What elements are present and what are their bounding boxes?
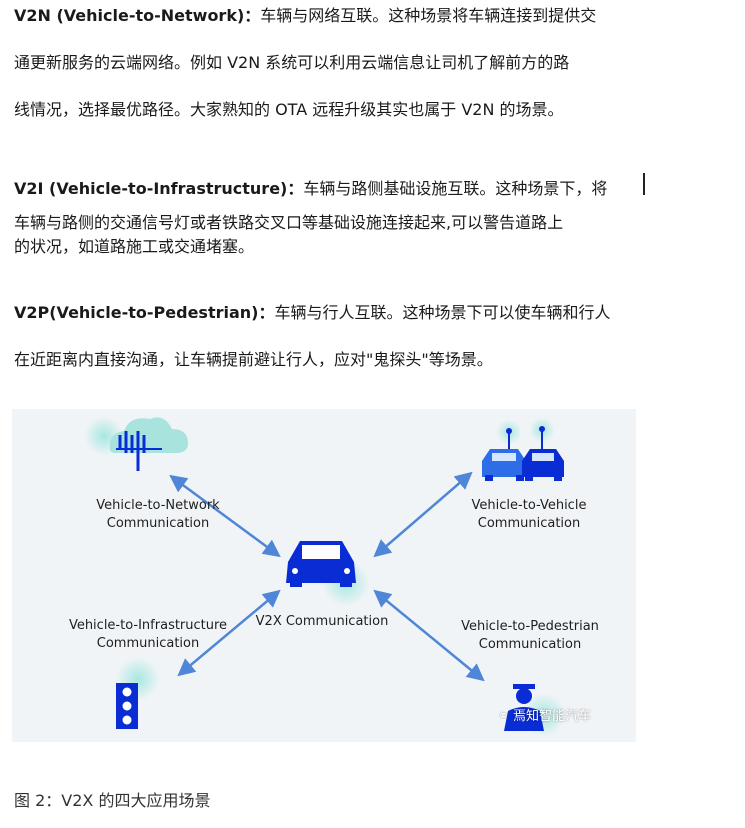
v2i-line-2: 车辆与路侧的交通信号灯或者铁路交叉口等基础设施连接起来,可以警告道路上 [14,213,564,232]
label-v2i-line-1: Vehicle-to-Infrastructure [68,618,228,633]
v2n-text-1: 车辆与网络互联。这种场景将车辆连接到提供交 [260,6,597,25]
label-v2v: Vehicle-to-Vehicle Communication [444,497,614,533]
diagram-graphics [84,416,566,737]
arrow-v2n [169,474,281,558]
v2p-term: V2P(Vehicle-to-Pedestrian)： [14,303,275,322]
wechat-icon: ⚭ [498,709,509,724]
car-icon [286,541,370,607]
text-cursor [643,173,645,195]
label-v2v-line-1: Vehicle-to-Vehicle [471,498,587,513]
label-v2n-line-2: Communication [106,516,210,531]
watermark: ⚭ 焉知智能汽车 [498,705,591,724]
v2x-diagram: Vehicle-to-Network Communication Vehicle… [12,409,636,742]
watermark-text: 焉知智能汽车 [513,709,592,724]
traffic-light-icon [116,657,160,729]
v2i-line-3: 的状况，如道路施工或交通堵塞。 [14,237,255,256]
cloud-tower-icon [84,416,188,471]
v2p-line-2: 在近距离内直接沟通，让车辆提前避让行人，应对"鬼探头"等场景。 [14,350,493,369]
v2p-line-1: V2P(Vehicle-to-Pedestrian)：车辆与行人互联。这种场景下… [14,299,610,323]
label-v2x: V2X Communication [255,614,389,629]
pedestrian-icon [504,684,566,737]
label-v2v-line-2: Communication [477,516,581,531]
label-v2p-line-1: Vehicle-to-Pedestrian [461,619,599,634]
label-v2n: Vehicle-to-Network Communication [68,497,248,533]
arrow-v2v [373,471,473,558]
two-cars-icon [482,417,564,481]
figure-caption: 图 2：V2X 的四大应用场景 [14,791,211,810]
label-v2n-line-1: Vehicle-to-Network [96,498,220,513]
arrow-v2p [373,589,485,682]
label-v2i: Vehicle-to-Infrastructure Communication [48,617,248,653]
v2n-term: V2N (Vehicle-to-Network)： [14,6,261,25]
label-v2p-line-2: Communication [478,637,582,652]
v2i-line-1: V2I (Vehicle-to-Infrastructure)：车辆与路侧基础设… [14,175,607,199]
label-v2p: Vehicle-to-Pedestrian Communication [442,618,618,654]
v2p-text-1: 车辆与行人互联。这种场景下可以使车辆和行人 [274,303,611,322]
label-v2i-line-2: Communication [96,636,200,651]
v2i-text-1: 车辆与路侧基础设施互联。这种场景下，将 [303,179,608,198]
arrow-v2i [177,589,281,677]
v2i-term: V2I (Vehicle-to-Infrastructure)： [14,179,304,198]
v2n-line-3: 线情况，选择最优路径。大家熟知的 OTA 远程升级其实也属于 V2N 的场景。 [14,100,564,119]
v2n-line-2: 通更新服务的云端网络。例如 V2N 系统可以利用云端信息让司机了解前方的路 [14,53,570,72]
v2n-line-1: V2N (Vehicle-to-Network)：车辆与网络互联。这种场景将车辆… [14,2,596,26]
